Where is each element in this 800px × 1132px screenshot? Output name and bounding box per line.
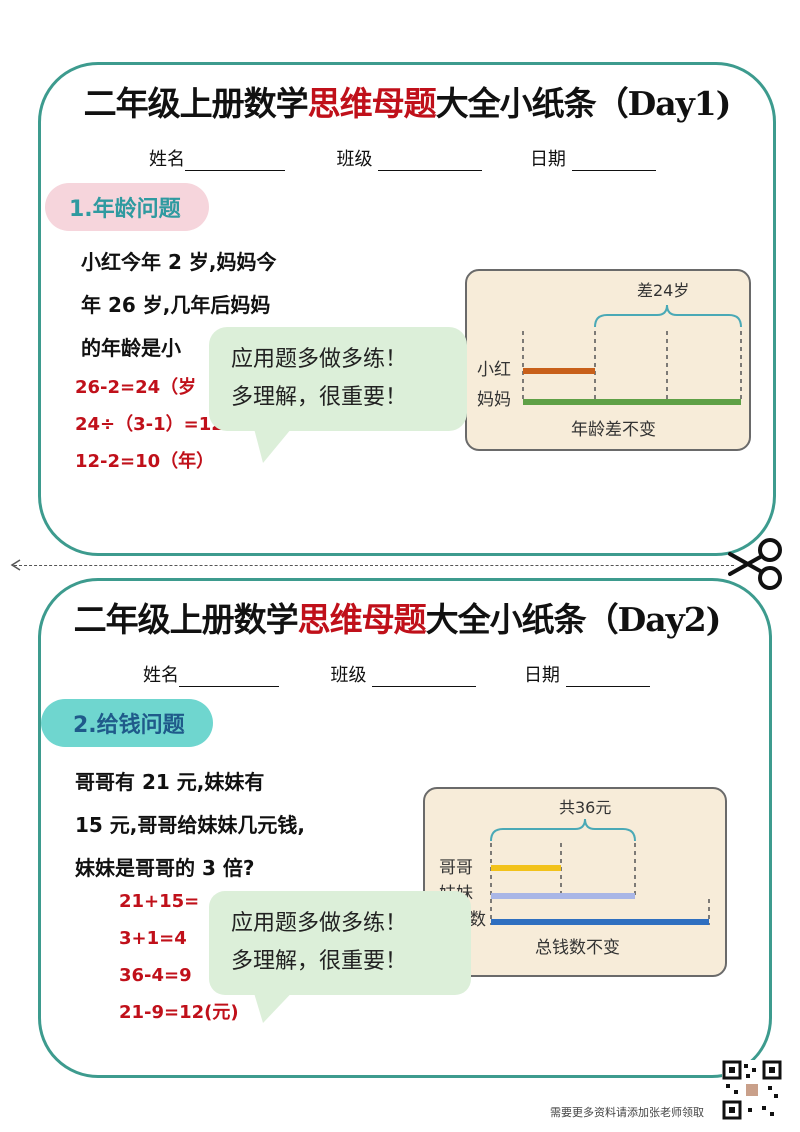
scissors-icon <box>728 538 782 590</box>
date-label: 日期 <box>529 149 566 170</box>
speech-bubble: 应用题多做多练！ 多理解，很重要！ <box>209 327 467 431</box>
date-field[interactable] <box>571 152 656 171</box>
diagram-bottom-label: 总钱数不变 <box>535 938 620 958</box>
bubble-tail <box>251 983 301 1023</box>
info-fields: 姓名 班级 日期 <box>143 661 650 687</box>
footer-note: 需要更多资料请添加张老师领取 <box>550 1106 704 1119</box>
diagram-bottom-label: 年龄差不变 <box>571 420 656 440</box>
diagram-graphic: 差24岁 小红 妈妈 年龄差不变 <box>477 281 742 440</box>
diagram-top-label: 共36元 <box>559 798 611 817</box>
section-pill: 2.给钱问题 <box>41 699 213 747</box>
line-diagram: 共36元 哥哥 妹妹 数 总钱数不变 <box>423 787 727 977</box>
worksheet-card-day2: 二年级上册数学思维母题大全小纸条（Day2) 姓名 班级 日期 2.给钱问题 哥… <box>38 578 772 1078</box>
bar-gege <box>491 865 561 871</box>
class-label: 班级 <box>330 665 367 686</box>
bar-mama <box>523 399 741 405</box>
class-label: 班级 <box>336 149 373 170</box>
row-label-1: 哥哥 <box>439 858 473 878</box>
row-label-2: 妈妈 <box>477 390 511 410</box>
name-field[interactable] <box>185 152 285 171</box>
info-fields: 姓名 班级 日期 <box>149 145 656 171</box>
card-title: 二年级上册数学思维母题大全小纸条（Day2) <box>73 600 722 639</box>
cut-line <box>14 565 734 566</box>
bubble-tail <box>251 417 301 463</box>
name-label: 姓名 <box>143 665 179 686</box>
row-label-1: 小红 <box>477 360 511 380</box>
brace <box>594 304 742 328</box>
date-field[interactable] <box>565 668 650 687</box>
bar-xiaohong <box>523 368 595 374</box>
diagram-graphic: 共36元 哥哥 妹妹 数 总钱数不变 <box>439 798 710 958</box>
question-text: 小红今年 2 岁,妈妈今 年 26 岁,几年后妈妈 的年龄是小 <box>81 250 277 360</box>
row-label-3: 数 <box>469 910 486 930</box>
name-label: 姓名 <box>149 149 185 170</box>
diagram-top-label: 差24岁 <box>637 281 689 300</box>
date-label: 日期 <box>523 665 560 686</box>
card-title: 二年级上册数学思维母题大全小纸条（Day1) <box>83 84 732 123</box>
answer-steps: 21+15= 3+1=4 36-4=9 21-9=12(元) <box>119 891 239 1023</box>
arrow-left-icon <box>10 559 21 571</box>
title-highlight: 思维母题 <box>297 600 427 639</box>
bar-meimei <box>491 893 635 899</box>
name-field[interactable] <box>179 668 279 687</box>
brace <box>490 818 636 842</box>
class-field[interactable] <box>378 152 483 171</box>
speech-bubble: 应用题多做多练！ 多理解，很重要！ <box>209 891 471 995</box>
qr-code-icon <box>722 1060 782 1120</box>
bar-total <box>491 919 709 925</box>
question-text: 哥哥有 21 元,妹妹有 15 元,哥哥给妹妹几元钱, 妹妹是哥哥的 3 倍? <box>75 770 305 880</box>
line-diagram: 差24岁 小红 妈妈 年龄差不变 <box>465 269 751 451</box>
worksheet-card-day1: 二年级上册数学思维母题大全小纸条（Day1) 姓名 班级 日期 1.年龄问题 小… <box>38 62 776 556</box>
class-field[interactable] <box>372 668 477 687</box>
answer-steps: 26-2=24（岁 24÷（3-1）=12 12-2=10（年） <box>75 377 224 472</box>
title-highlight: 思维母题 <box>307 84 437 123</box>
section-pill: 1.年龄问题 <box>45 183 209 231</box>
